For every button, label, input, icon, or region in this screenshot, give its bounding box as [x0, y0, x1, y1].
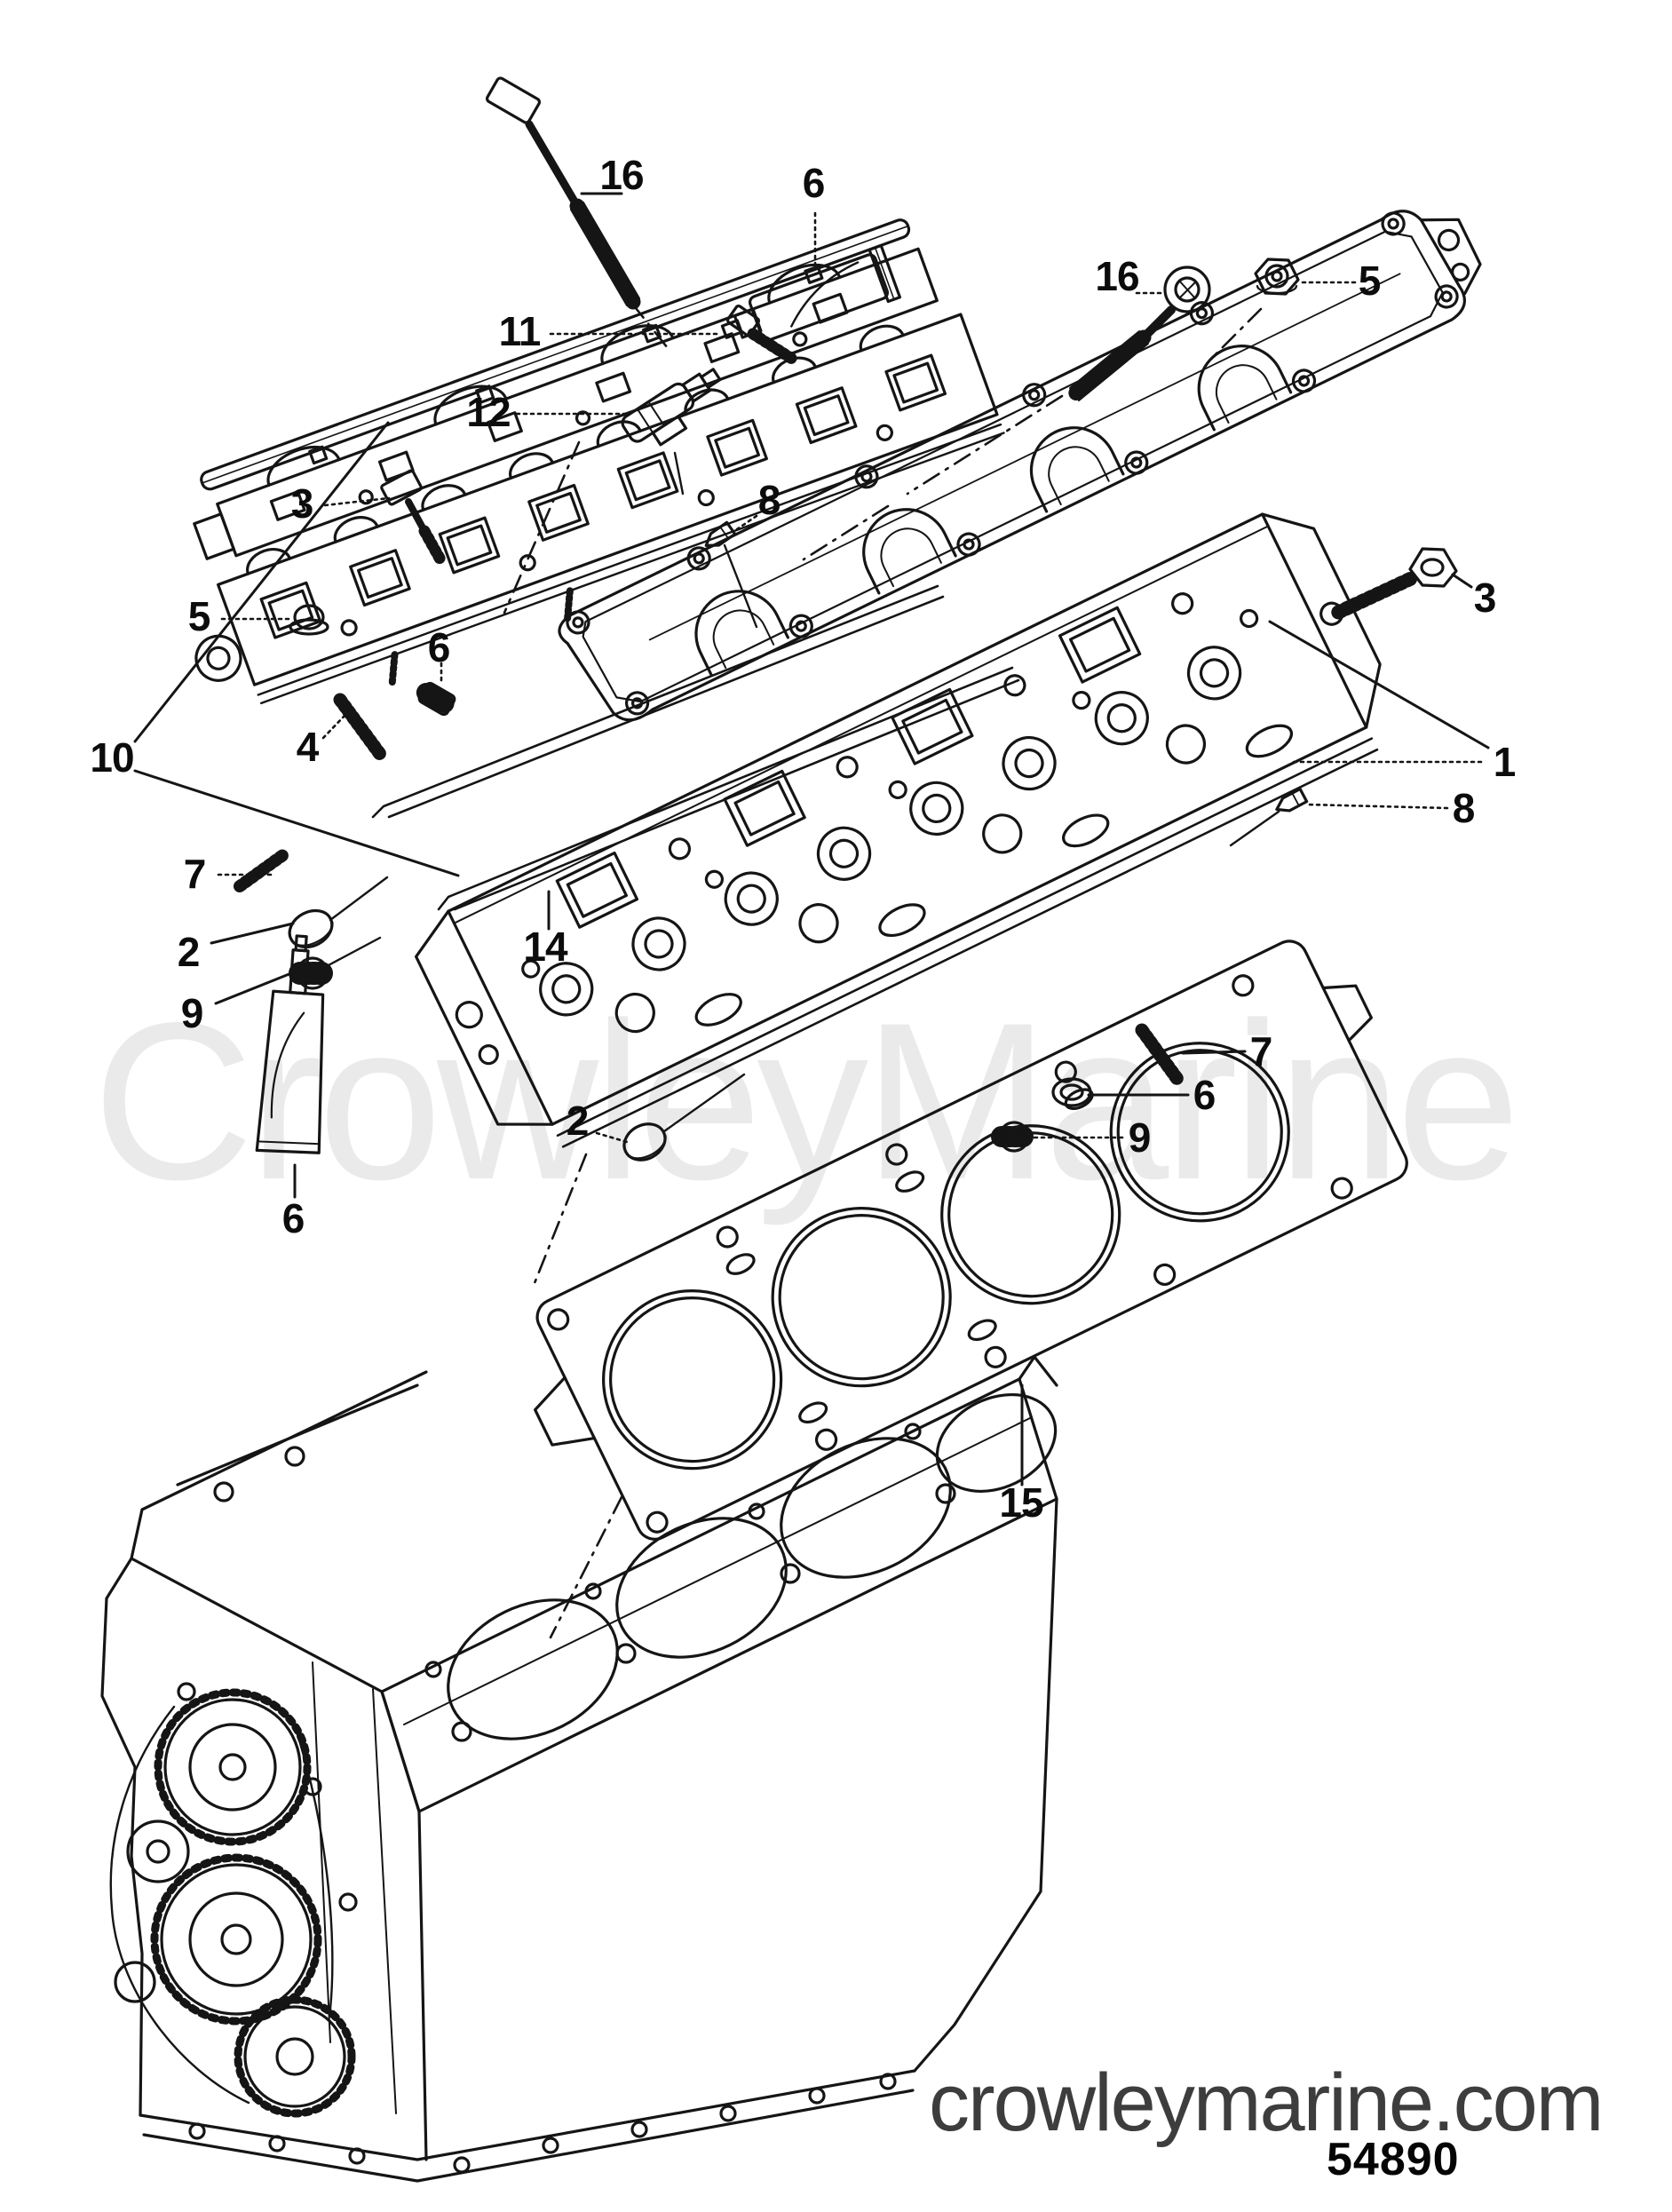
- callout-8-left: 8: [757, 477, 781, 523]
- callout-3-left: 3: [290, 480, 314, 527]
- callout-6-top: 6: [802, 160, 826, 206]
- head-gasket-15: [534, 940, 1408, 1541]
- assembly-alignment-lines: [503, 302, 1263, 1639]
- right-valve-cover: [558, 210, 1482, 722]
- callout-14: 14: [523, 924, 567, 970]
- stud-7-right: [1135, 1023, 1186, 1089]
- callout-16-left: 16: [599, 152, 644, 198]
- valve-cover-bolt-long-right: [1066, 266, 1211, 402]
- cap-nut-5-left: [289, 604, 329, 636]
- callout-4-left: 4: [296, 724, 320, 770]
- callout-7-left: 7: [183, 851, 207, 897]
- valve-cover-bolt-long-left: [485, 76, 641, 310]
- callout-6-right: 6: [1193, 1072, 1216, 1118]
- flange-nut-6-right: [1051, 1077, 1092, 1107]
- cam-cap-2-left: [288, 876, 389, 949]
- callout-1: 1: [1493, 739, 1517, 785]
- callout-leader-lines: [133, 192, 1490, 1487]
- callout-8-right: 8: [1452, 785, 1476, 831]
- cam-cap-2-right: [622, 1073, 746, 1161]
- callout-5-left: 5: [187, 593, 211, 639]
- stud-4-left: [333, 693, 389, 764]
- callout-7-right: 7: [1249, 1028, 1273, 1074]
- callout-9-left: 9: [180, 990, 204, 1036]
- drawing-number: 54890: [1327, 2134, 1460, 2185]
- callout-6-left: 6: [427, 624, 451, 670]
- plug-9-left: [289, 936, 382, 990]
- right-cylinder-head: [414, 512, 1382, 1148]
- callout-2-right: 2: [566, 1098, 590, 1144]
- website-text: crowleymarine.com: [929, 2057, 1604, 2148]
- callout-15: 15: [999, 1479, 1043, 1526]
- flange-bolt-3-left: [380, 469, 448, 567]
- callout-10: 10: [90, 734, 134, 781]
- callout-6-bottom: 6: [281, 1195, 305, 1241]
- callout-3-right: 3: [1473, 575, 1497, 621]
- callout-11: 11: [498, 308, 542, 354]
- callout-5-right: 5: [1358, 258, 1382, 304]
- flange-bolt-3-right: [1327, 547, 1458, 622]
- engine-block: [100, 1355, 1058, 2183]
- flange-nut-5-right: [1254, 258, 1300, 296]
- valve-cover-gasket-rail-upper: [371, 584, 945, 819]
- plug-6-left: [416, 681, 458, 717]
- callout-12: 12: [466, 389, 511, 435]
- fitting-8-right: [1229, 787, 1309, 847]
- stud-7-left: [234, 848, 290, 892]
- callout-9-right: 9: [1128, 1114, 1152, 1161]
- callout-16-right: 16: [1095, 253, 1139, 299]
- sealant-tube-bottom: [255, 934, 325, 1154]
- callout-2-left: 2: [177, 929, 201, 975]
